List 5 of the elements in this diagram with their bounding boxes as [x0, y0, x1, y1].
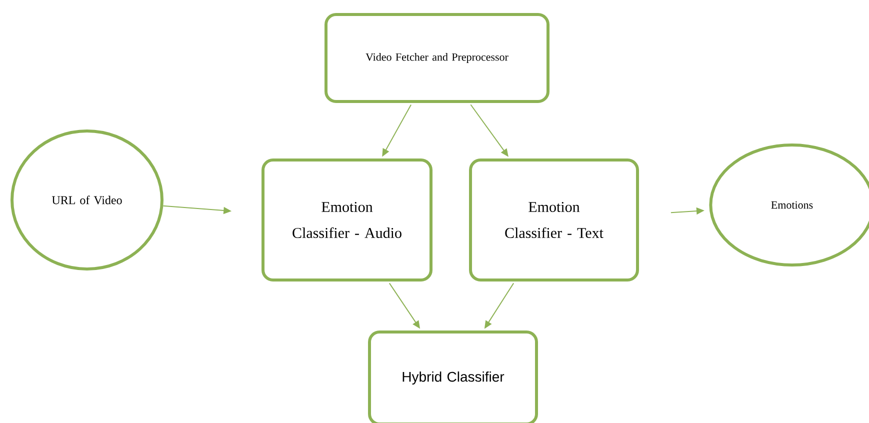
process-box: Emotion Classifier - Text — [469, 158, 639, 282]
process-box: Hybrid Classifier — [368, 330, 538, 423]
process-box: Video Fetcher and Preprocessor — [324, 13, 550, 103]
process-box: Emotion Classifier - Audio — [262, 158, 432, 282]
ellipse-node: URL of Video — [10, 130, 164, 270]
